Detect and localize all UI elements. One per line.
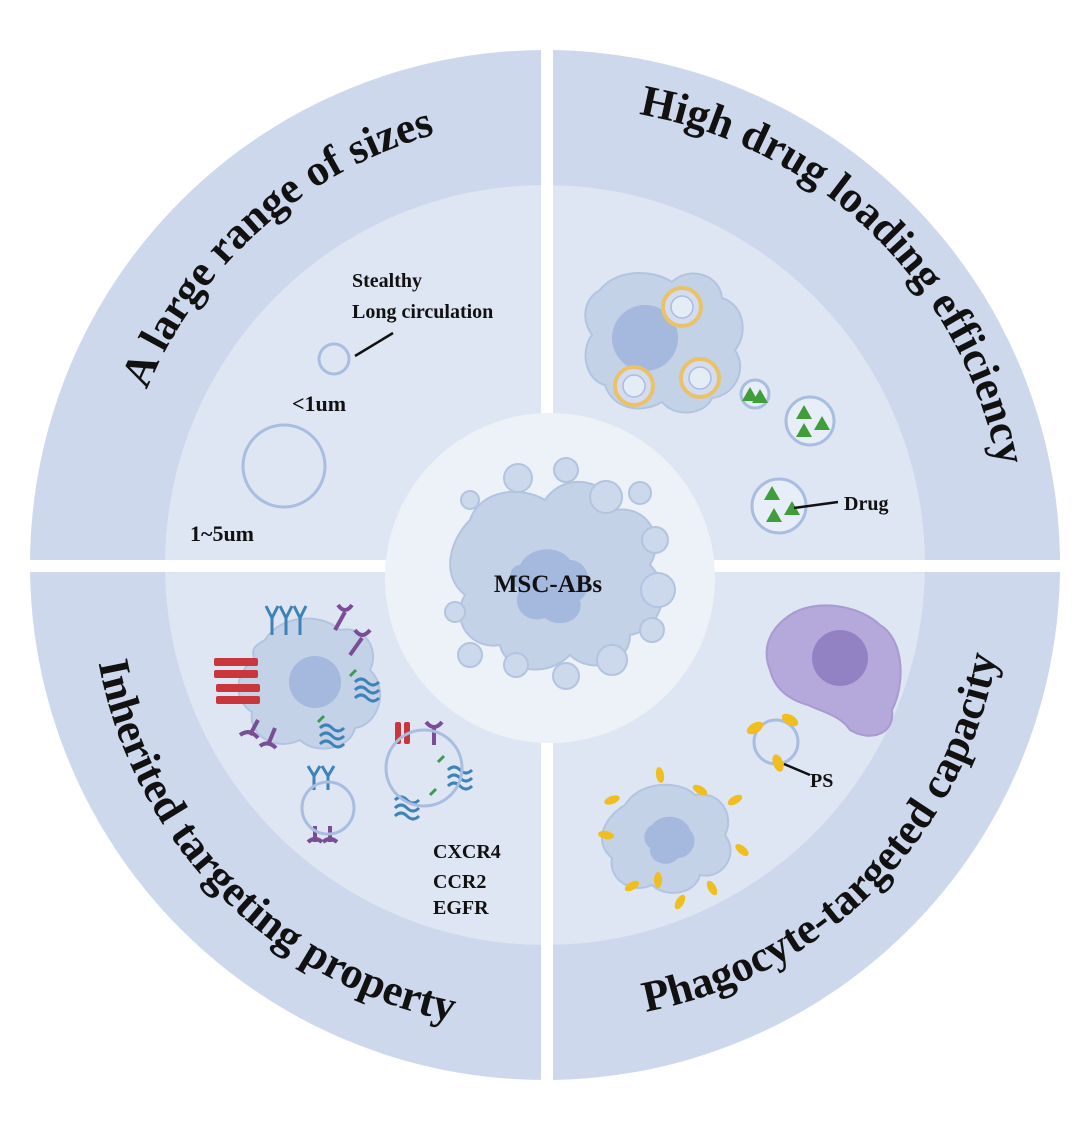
donor-nucleus [612,305,678,371]
targeting-illustration [214,603,474,844]
loaded-vesicles [613,286,721,407]
ps-markers-cell [598,767,749,910]
ps-markers [746,713,799,772]
targeting-vesicle-large [384,728,464,808]
targeting-nucleus [289,656,341,708]
large-vesicle [241,423,327,509]
label-small-size: <1um [292,391,346,416]
small-vesicle [317,342,351,376]
label-long-circulation: Long circulation [352,301,493,323]
targeting-vesicle-small [300,780,356,836]
label-large-size: 1~5um [190,521,254,546]
ps-pointer [783,762,811,777]
apoptotic-nucleus [644,816,695,864]
size-illustration [241,331,394,509]
small-vesicle-pointer [354,331,394,358]
drug-pointer [793,500,839,510]
receptor-red [214,658,260,704]
phagocyte-illustration [598,604,902,910]
label-ps: PS [810,770,833,792]
label-cxcr4: CXCR4 [433,841,501,863]
label-drug: Drug [844,493,888,515]
macrophage-nucleus [812,630,868,686]
drug-loading-illustration [584,272,839,535]
receptor-green [316,668,446,797]
receptor-purple [238,603,444,844]
label-egfr: EGFR [433,897,489,919]
label-ccr2: CCR2 [433,871,486,893]
center-title: MSC-ABs [494,571,603,598]
label-stealthy: Stealthy [352,270,422,292]
center-cell-illustration [444,457,676,690]
